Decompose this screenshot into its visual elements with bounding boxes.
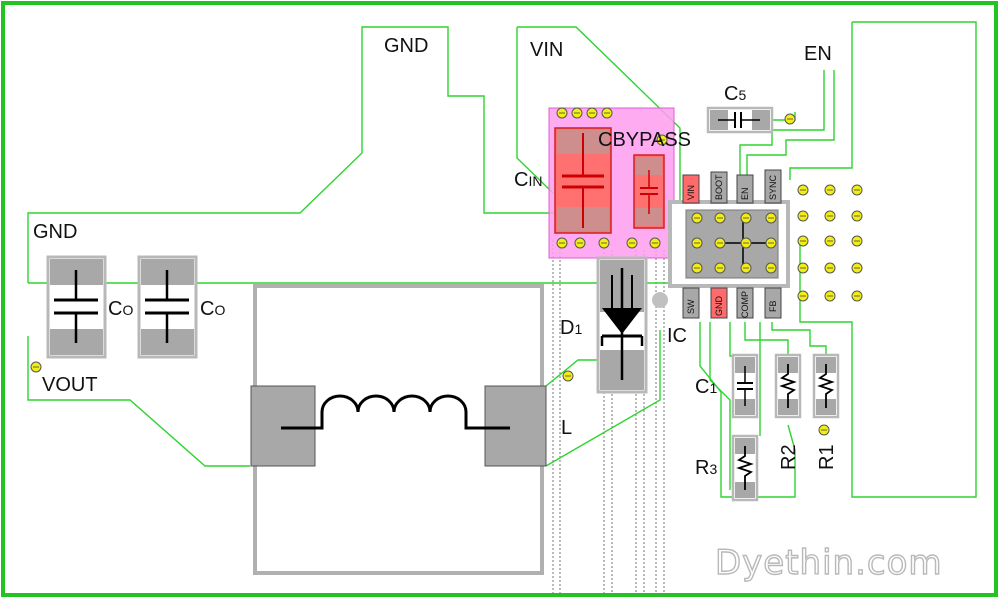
label-r3: R3 bbox=[695, 457, 717, 479]
label-cin: CIN bbox=[514, 169, 542, 191]
label-l: L bbox=[561, 417, 572, 439]
resistor-r1 bbox=[812, 353, 840, 419]
pin-label-sw: SW bbox=[686, 299, 696, 314]
ic-pins-top bbox=[682, 169, 782, 204]
label-cbypass: CBYPASS bbox=[598, 129, 691, 151]
label-co-2: CO bbox=[200, 298, 225, 320]
label-en: EN bbox=[804, 43, 832, 65]
pin-label-gnd: GND bbox=[714, 296, 724, 317]
inductor-pad-left bbox=[250, 385, 316, 467]
label-ic: IC bbox=[667, 325, 687, 347]
resistor-r2 bbox=[774, 353, 802, 419]
label-gnd-left: GND bbox=[33, 221, 77, 243]
pin-label-vin: VIN bbox=[686, 185, 696, 200]
label-co-1: CO bbox=[108, 298, 133, 320]
inductor-pad-right bbox=[484, 385, 547, 467]
ic-pins-bottom bbox=[682, 287, 782, 319]
watermark: Dyethin.com bbox=[715, 543, 943, 583]
label-c5: C5 bbox=[724, 83, 746, 105]
cin-capacitor-icon bbox=[562, 133, 604, 228]
label-gnd-top: GND bbox=[384, 35, 428, 57]
resistor-r3 bbox=[731, 434, 759, 502]
via-array bbox=[30, 107, 863, 436]
label-vout: VOUT bbox=[42, 374, 98, 396]
pin-label-en: EN bbox=[740, 187, 750, 200]
output-capacitor-1 bbox=[46, 255, 107, 359]
ic-pin1-marker bbox=[652, 292, 668, 308]
label-c1: C1 bbox=[695, 376, 717, 398]
label-r1: R1 bbox=[816, 444, 838, 470]
cbypass-capacitor-icon bbox=[640, 170, 658, 214]
label-r2: R2 bbox=[778, 444, 800, 470]
pin-label-comp: COMP bbox=[740, 291, 750, 318]
inductor-coil-icon bbox=[281, 394, 510, 430]
copper-traces bbox=[27, 21, 977, 498]
pin-label-fb: FB bbox=[768, 300, 778, 312]
label-d1: D1 bbox=[560, 317, 582, 339]
pin-label-sync: SYNC bbox=[768, 174, 778, 200]
pin-label-boot: BOOT bbox=[714, 174, 724, 200]
diode-d1 bbox=[596, 256, 648, 394]
capacitor-c1 bbox=[731, 353, 759, 419]
output-capacitor-2 bbox=[137, 255, 198, 359]
label-vin: VIN bbox=[530, 39, 563, 61]
capacitor-c5 bbox=[706, 106, 774, 134]
